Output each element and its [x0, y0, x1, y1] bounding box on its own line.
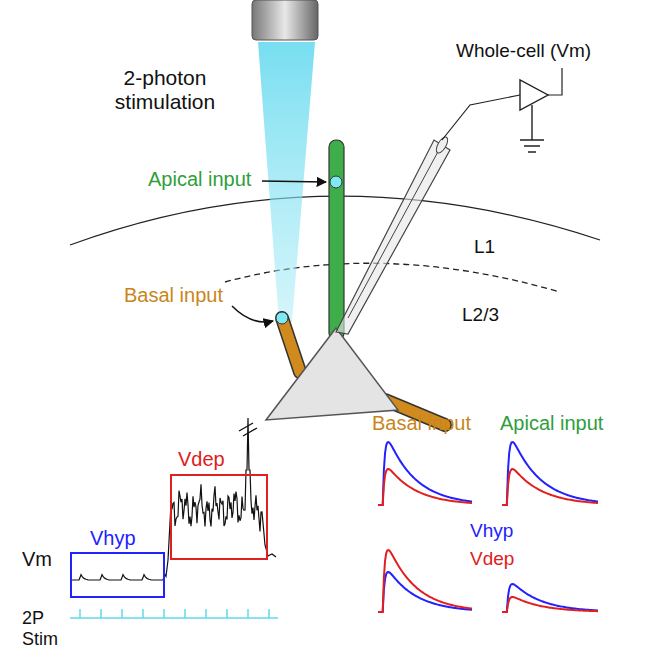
- amplifier-symbol: [520, 80, 548, 110]
- legend-text: Vhyp: [470, 520, 513, 541]
- voltage-trace: [70, 418, 276, 580]
- ground-symbol: [520, 105, 544, 152]
- stim-tick: [142, 609, 144, 618]
- window-label: Vdep: [178, 448, 225, 471]
- stim-tick: [205, 609, 207, 618]
- stim-tick: [184, 609, 186, 618]
- pipette-end: [434, 135, 450, 155]
- stimulation-label: 2-photon stimulation: [85, 66, 245, 114]
- stim-spot: [330, 176, 342, 188]
- apical-dendrite: [329, 140, 344, 340]
- recording-label: Whole-cell (Vm): [456, 40, 591, 62]
- stim-tick: [121, 609, 123, 618]
- trace-window: Vdep: [170, 474, 268, 560]
- layer-label: L2/3: [462, 304, 499, 326]
- stim-tick: [100, 609, 102, 618]
- legend-entry: Vhyp: [470, 520, 513, 542]
- wire: [548, 68, 562, 95]
- basal-dendrite: [282, 318, 300, 372]
- epsp-hyp: [502, 442, 598, 505]
- legend-text: Vdep: [470, 548, 514, 569]
- stim-tick: [163, 609, 165, 618]
- legend-entry: Vdep: [470, 548, 514, 570]
- epsp-hyp: [378, 442, 472, 505]
- wire: [442, 95, 520, 140]
- traces: [70, 418, 598, 618]
- stim-tick: [226, 609, 228, 618]
- epsp-dep: [378, 469, 472, 505]
- soma: [266, 328, 398, 420]
- stim-spot: [276, 312, 288, 324]
- window-label: Vhyp: [90, 527, 136, 550]
- objective: [252, 0, 318, 40]
- stim-tick: [247, 609, 249, 618]
- epsp-dep: [502, 469, 598, 505]
- basal-dendrite-outline: [282, 318, 300, 372]
- trace-window: Vhyp: [70, 552, 165, 598]
- epsp-dep: [378, 550, 472, 612]
- input-label: Apical input: [148, 168, 251, 191]
- stim-tick: [79, 609, 81, 618]
- stim-label: 2P Stim: [22, 608, 72, 649]
- stim-tick: [268, 609, 270, 618]
- plot-title: Apical input: [500, 412, 603, 435]
- epsp-hyp: [502, 584, 598, 612]
- epsp-dep: [502, 597, 598, 612]
- leader-arrow: [232, 306, 273, 322]
- layer-label: L1: [474, 236, 495, 258]
- pipette: [336, 140, 450, 334]
- electrode-wire: [348, 148, 440, 318]
- trace-label: Vm: [22, 548, 52, 571]
- input-label: Basal input: [124, 284, 223, 307]
- leader-arrow: [262, 181, 326, 182]
- plot-title: Basal input: [372, 412, 471, 435]
